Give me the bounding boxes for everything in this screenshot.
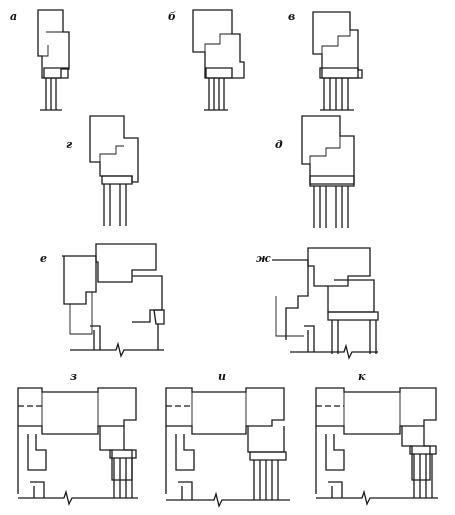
scheme-k: к [315, 370, 438, 506]
scheme-d: д [275, 115, 355, 228]
scheme-b-stair-stem [208, 78, 225, 110]
scheme-i-stair-left [178, 481, 193, 500]
scheme-a-stair-frame [43, 67, 69, 79]
scheme-z-right-wing [99, 426, 133, 481]
scheme-g-upper-block [89, 115, 139, 183]
scheme-i: и [165, 370, 290, 508]
scheme-z-base-line [18, 489, 138, 506]
scheme-a-stair-stem [45, 78, 57, 110]
scheme-b-upper-block [192, 9, 245, 79]
scheme-zh-stair-stems [331, 320, 377, 354]
scheme-d-stair-stem-left [313, 186, 327, 228]
scheme-k-stair-left [328, 481, 343, 498]
scheme-z-stair-right [109, 449, 137, 498]
scheme-zh-center-block [307, 247, 371, 287]
scheme-e-left-wing [62, 255, 97, 305]
label-zh: ж [256, 252, 271, 265]
label-g: г [66, 138, 73, 151]
scheme-i-stair-right [249, 451, 287, 500]
scheme-g-stair-stem-left [103, 184, 111, 226]
scheme-zh-right-wing [327, 279, 375, 313]
scheme-b-inner-step [204, 33, 232, 52]
scheme-k-base-line [316, 489, 438, 506]
scheme-e-left-inner [69, 292, 93, 335]
scheme-zh-base-line [290, 343, 378, 360]
scheme-a-step-wall [42, 45, 49, 57]
scheme-g-inner-step [99, 145, 124, 162]
scheme-e-stair-left [90, 325, 101, 350]
scheme-v-inner-step [321, 30, 351, 54]
scheme-zh: ж [256, 247, 379, 360]
scheme-b: б [168, 9, 245, 111]
scheme-e-center-block [95, 243, 157, 283]
scheme-i-main-block [165, 387, 285, 435]
scheme-z-main-block [17, 387, 137, 435]
scheme-e-right-wing [132, 275, 163, 323]
scheme-e: е [40, 243, 165, 358]
scheme-zh-stair-frame [327, 311, 379, 321]
scheme-v-stair-frame [319, 67, 359, 79]
label-b: б [168, 10, 176, 23]
scheme-d-stair-stem-right [335, 186, 349, 228]
scheme-b-stair-frame [205, 67, 233, 79]
scheme-v-upper-block [312, 11, 363, 79]
label-k: к [358, 370, 366, 383]
scheme-a-upper-block [37, 9, 70, 79]
scheme-zh-left-wing [272, 259, 309, 340]
scheme-d-upper-block [301, 115, 355, 185]
scheme-g-stair-stem-right [119, 184, 127, 226]
label-d: д [275, 138, 283, 151]
scheme-a: а [10, 9, 70, 111]
label-i: и [218, 370, 226, 383]
scheme-k-main-block [315, 387, 437, 435]
label-z: з [70, 370, 77, 383]
scheme-k-inner-walls [343, 392, 401, 434]
scheme-e-stair-right [153, 309, 165, 350]
scheme-z-inner-walls [41, 392, 99, 434]
scheme-k-stair-right [409, 445, 437, 498]
label-a: а [10, 10, 17, 23]
scheme-i-left-wing [165, 426, 195, 494]
scheme-d-stair-frame [309, 175, 355, 187]
scheme-v-stair-stem [323, 78, 349, 110]
scheme-k-left-wing [315, 426, 345, 494]
scheme-e-base-line [70, 341, 164, 358]
scheme-i-base-line [166, 491, 290, 508]
scheme-z: з [17, 370, 138, 506]
scheme-i-inner-walls [191, 392, 247, 434]
scheme-zh-stair-left [304, 325, 315, 352]
label-v: в [288, 10, 295, 23]
scheme-d-inner-step [309, 136, 341, 164]
label-e: е [40, 252, 47, 265]
scheme-z-stair-left [30, 481, 45, 498]
scheme-z-left-wing [17, 426, 47, 494]
scheme-zh-left-inner [275, 296, 304, 337]
scheme-g-stair-frame [101, 175, 133, 185]
scheme-v: в [288, 10, 363, 111]
scheme-g: г [66, 115, 139, 226]
scheme-i-right-wing [247, 426, 285, 453]
